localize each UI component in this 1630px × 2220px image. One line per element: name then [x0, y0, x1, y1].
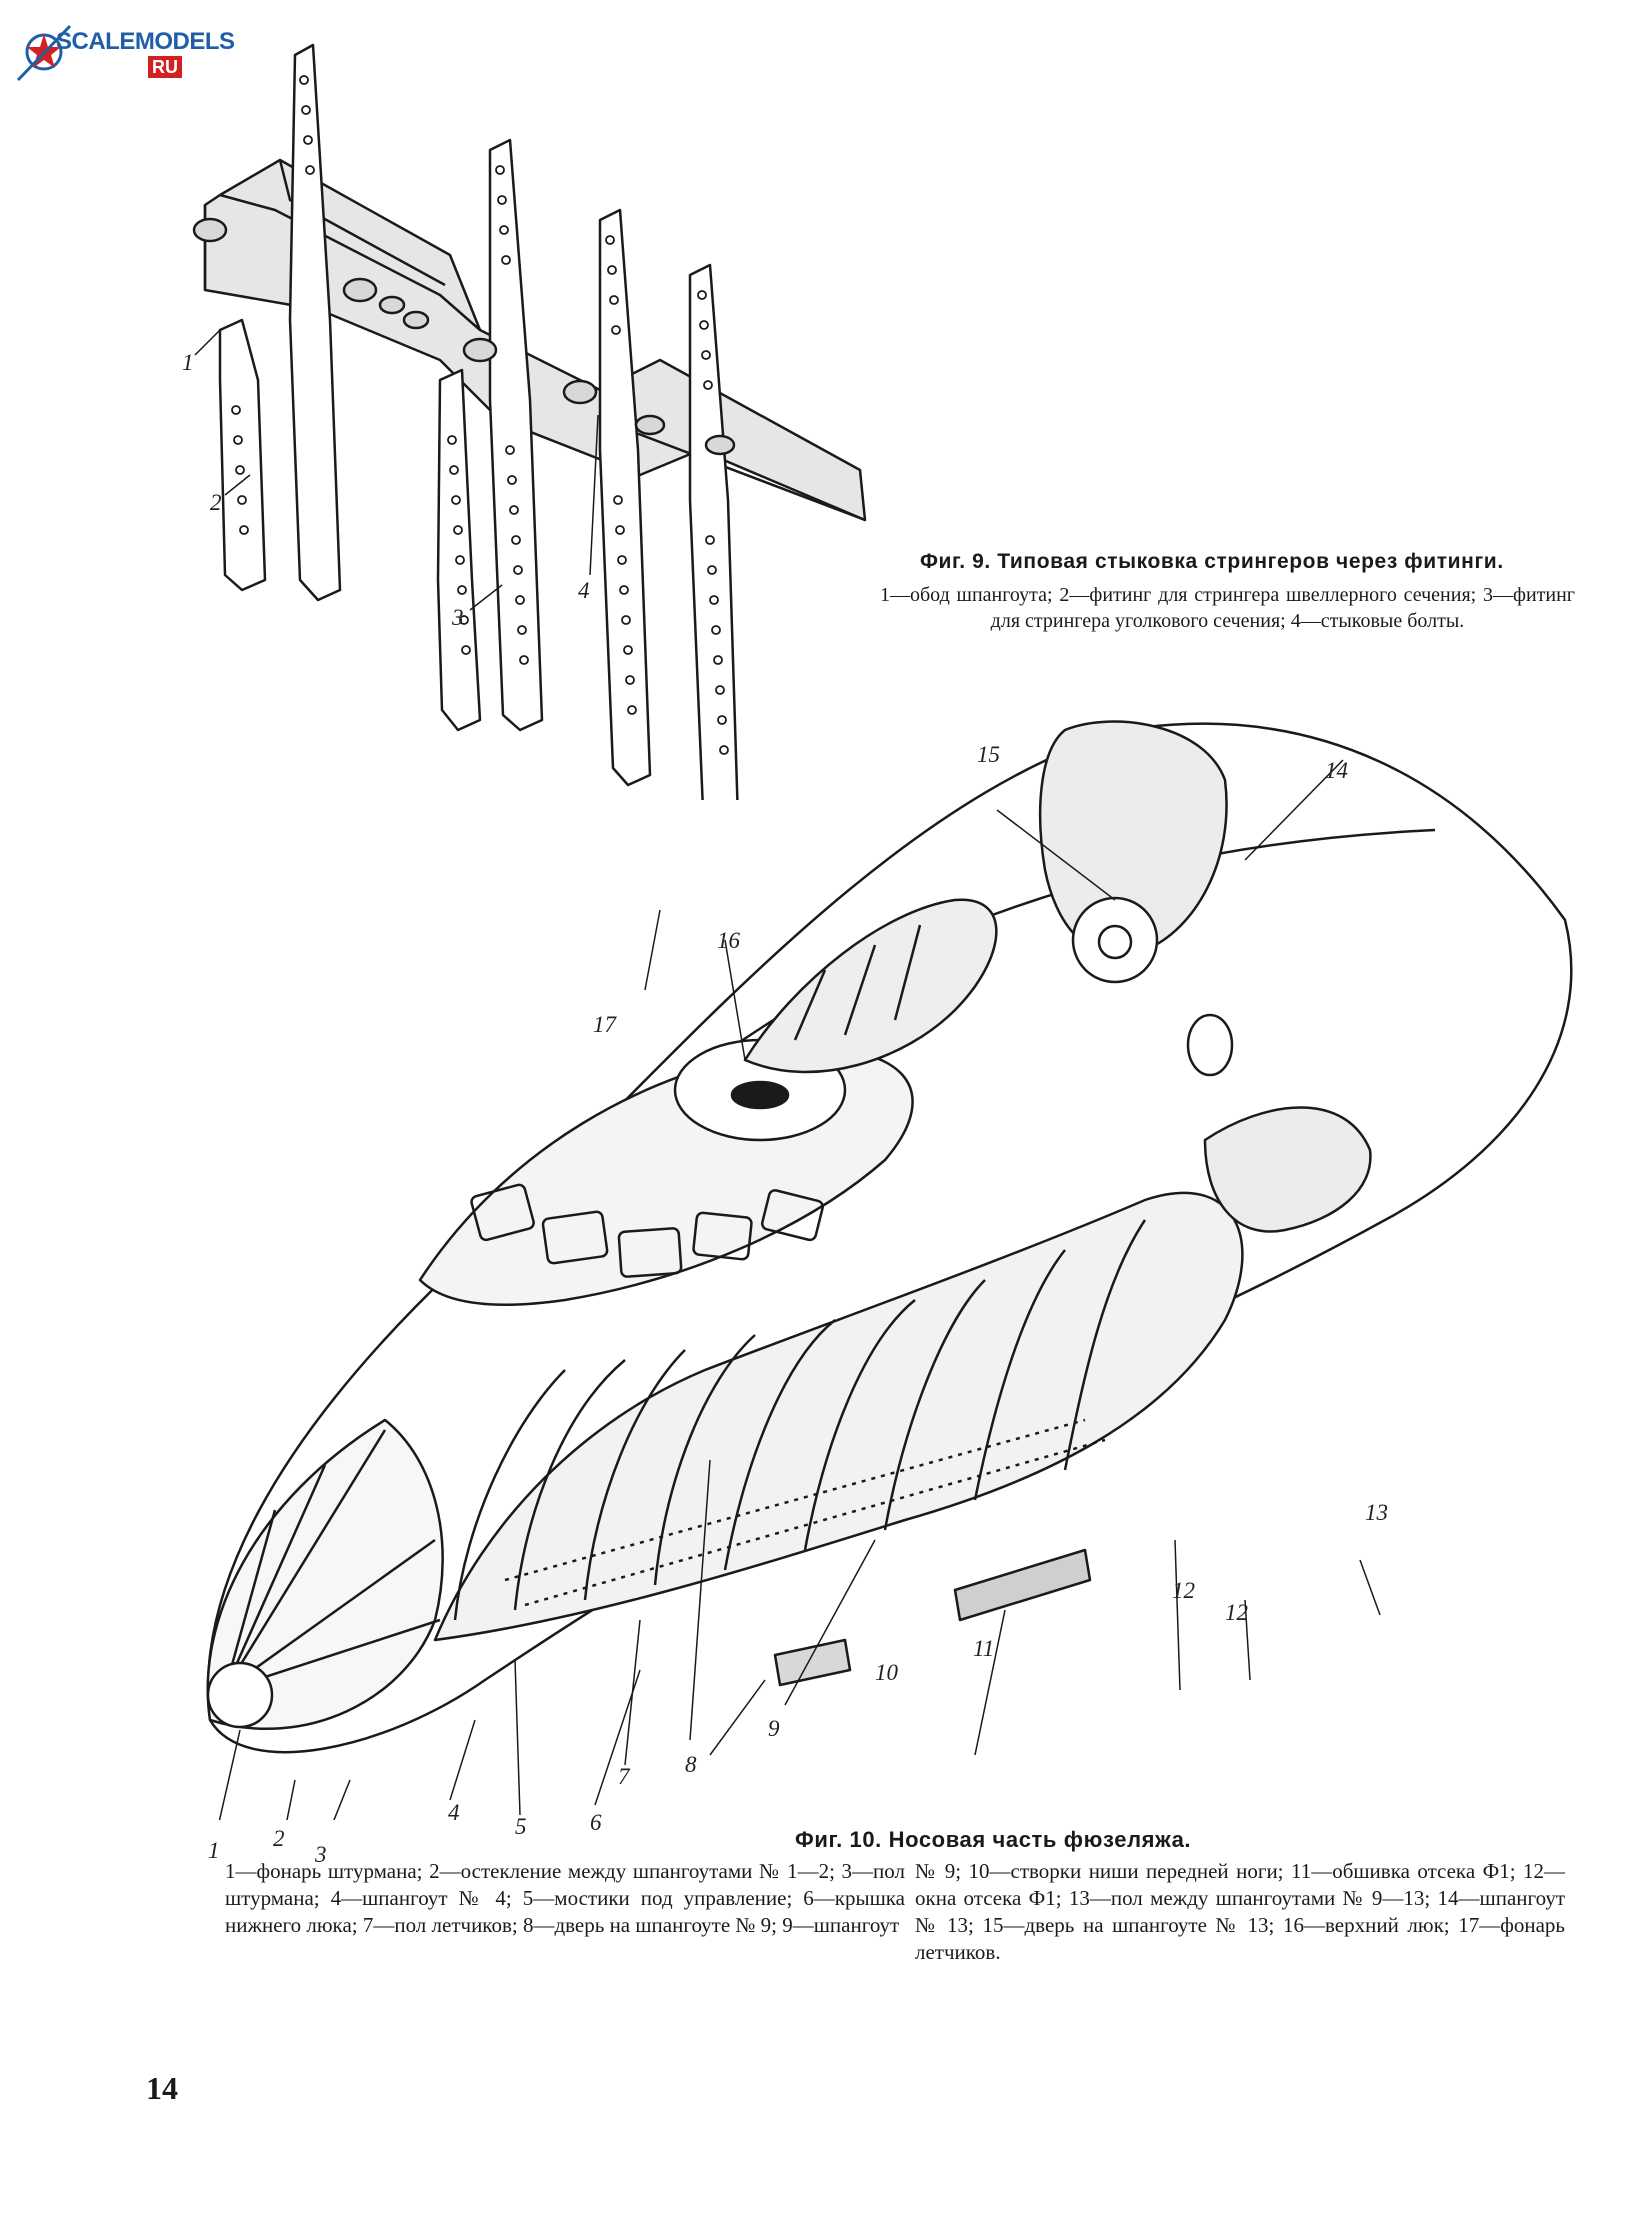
fig10-callout-3: 3 — [315, 1842, 327, 1867]
fig9-callout-2: 2 — [210, 490, 222, 515]
fig9-caption-title: Фиг. 9. Типовая стыковка стрингеров чере… — [920, 550, 1504, 573]
fig10-caption-left: 1—фонарь штурмана; 2—остекление между шп… — [225, 1859, 905, 1937]
fig10-callout-6: 6 — [590, 1810, 602, 1835]
fig9-caption: Фиг. 9. Типовая стыковка стрингеров чере… — [880, 550, 1575, 634]
fig10-callout-14: 14 — [1325, 758, 1348, 783]
fig10-callout-9: 9 — [768, 1716, 780, 1741]
fig10-drawing: 1 2 3 4 5 6 7 8 9 10 11 12 12 13 14 15 1… — [185, 720, 1605, 2220]
fig9-callout-1: 1 — [182, 350, 194, 375]
fig10-callout-4: 4 — [448, 1800, 460, 1825]
fig10-callout-7: 7 — [618, 1764, 630, 1789]
fig10-caption-right: № 9; 10—створки ниши передней ноги; 11—о… — [915, 1859, 1565, 1964]
fig10-callout-2: 2 — [273, 1826, 285, 1851]
fig10-callout-1: 1 — [208, 1838, 220, 1863]
fig10-callout-10: 10 — [875, 1660, 898, 1685]
page-number: 14 — [146, 2070, 178, 2106]
fig10-callout-8: 8 — [685, 1752, 697, 1777]
logo-suffix: RU — [148, 56, 182, 78]
fig10-callout-12b: 12 — [1225, 1600, 1248, 1625]
fig9-callout-3: 3 — [452, 605, 464, 630]
nose-fuselage-illustration — [206, 720, 1573, 1856]
fig10-callout-17: 17 — [593, 1012, 616, 1037]
stringer-fitting-illustration — [192, 43, 867, 830]
fig10-callout-12a: 12 — [1172, 1578, 1195, 1603]
logo-text: SCALEMODELS — [56, 28, 235, 55]
airplane-logo-icon — [16, 24, 72, 82]
fig10-caption-title: Фиг. 10. Носовая часть фюзеляжа. — [795, 1827, 1192, 1852]
fig9-caption-text: 1—обод шпангоута; 2—фитинг для стрингера… — [880, 584, 1575, 632]
site-logo: SCALEMODELS RU — [14, 22, 235, 92]
fig9-callout-4: 4 — [578, 578, 590, 603]
fig10-callout-5: 5 — [515, 1814, 527, 1839]
fig10-callout-16: 16 — [717, 928, 740, 953]
fig10-callout-11: 11 — [973, 1636, 995, 1661]
fig9-drawing: 1 2 3 4 — [180, 20, 900, 830]
fig10-callout-15: 15 — [977, 742, 1000, 767]
fig10-callout-13: 13 — [1365, 1500, 1388, 1525]
